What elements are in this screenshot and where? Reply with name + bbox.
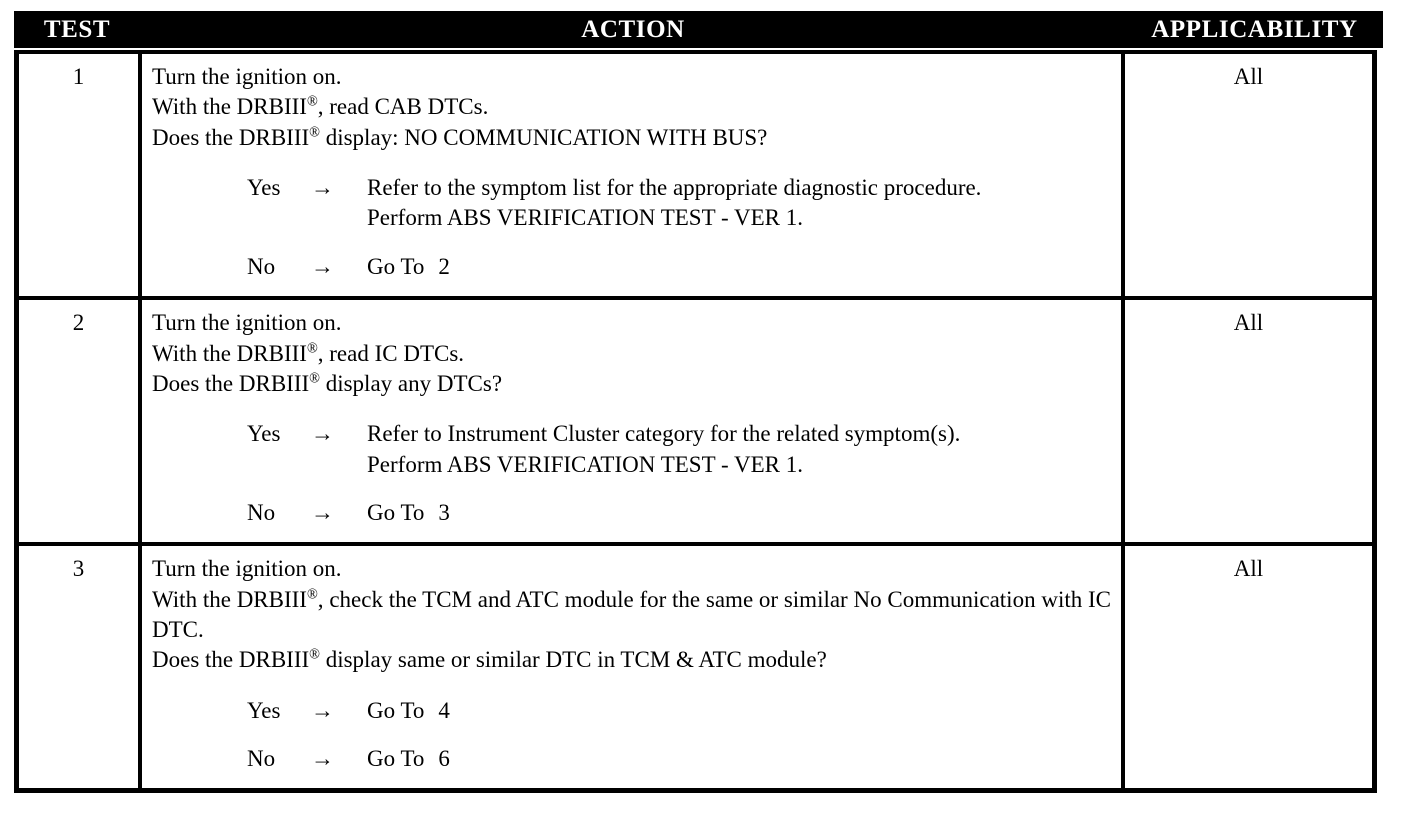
arrow-right-icon: → <box>311 499 334 525</box>
table-row: 3 Turn the ignition on. With the DRBIII®, … <box>19 546 1372 789</box>
branch-text-line: Refer to the symptom list for the approp… <box>367 175 982 201</box>
branch-text: Refer to Instrument Cluster category for… <box>367 419 1111 480</box>
goto-step-number: 3 <box>438 499 450 525</box>
registered-trademark-icon: ® <box>309 646 320 663</box>
registered-trademark-icon: ® <box>309 370 320 387</box>
arrow-right-icon: → <box>311 697 334 723</box>
branch-yes: Yes → Refer to the symptom list for the ap… <box>152 173 1111 234</box>
registered-trademark-icon: ® <box>306 586 318 603</box>
branch-text: Refer to the symptom list for the approp… <box>367 173 1111 234</box>
branch-label: Yes <box>247 697 281 723</box>
cell-test-number: 1 <box>19 54 142 297</box>
column-header-action: ACTION <box>581 16 685 43</box>
column-header-test: TEST <box>43 16 111 43</box>
registered-trademark-icon: ® <box>306 93 318 110</box>
table-row: 1 Turn the ignition on. With the DRBIII®, … <box>19 54 1372 301</box>
action-statement: Turn the ignition on. <box>152 310 342 336</box>
cell-applicability: All <box>1233 556 1264 582</box>
branch-list: Yes → Refer to the symptom list for the ap… <box>152 173 1111 282</box>
branch-text-line: Refer to Instrument Cluster category for… <box>367 421 961 447</box>
cell-applicability: All <box>1233 310 1264 336</box>
branch-label: Yes <box>247 175 281 201</box>
action-statement: Does the DRBIII® display any DTCs? <box>152 370 503 396</box>
action-statement: Turn the ignition on. <box>152 64 342 89</box>
arrow-right-icon: → <box>311 175 334 201</box>
arrow-right-icon: → <box>311 421 334 447</box>
arrow-right-icon: → <box>311 253 334 279</box>
registered-trademark-icon: ® <box>306 339 318 356</box>
branch-label: No <box>247 499 276 525</box>
branch-label: Yes <box>247 421 281 447</box>
column-header-applicability: APPLICABILITY <box>1151 16 1358 43</box>
action-statement: With the DRBIII®, read IC DTCs. <box>152 339 465 366</box>
cell-test-number: 3 <box>19 546 142 789</box>
action-statement: Does the DRBIII® display: NO COMMUNICATI… <box>152 124 768 150</box>
cell-action: Turn the ignition on. With the DRBIII®, r… <box>142 54 1125 297</box>
cell-action: Turn the ignition on. With the DRBIII®, r… <box>142 300 1125 543</box>
cell-action: Turn the ignition on. With the DRBIII®, c… <box>142 546 1125 789</box>
table-row: 2 Turn the ignition on. With the DRBIII®, … <box>19 300 1372 547</box>
goto-step-number: 6 <box>438 746 450 772</box>
table-header-bar: TEST ACTION APPLICABILITY <box>14 11 1383 48</box>
cell-applicability: All <box>1233 64 1264 89</box>
goto-step-number: 4 <box>438 697 450 723</box>
branch-label: No <box>247 746 276 772</box>
arrow-right-icon: → <box>311 746 334 772</box>
branch-list: Yes → Refer to Instrument Cluster category… <box>152 419 1111 528</box>
cell-test-number: 2 <box>19 300 142 543</box>
goto-step-number: 2 <box>438 253 450 279</box>
action-statement: With the DRBIII®, read CAB DTCs. <box>152 93 489 120</box>
registered-trademark-icon: ® <box>309 124 320 141</box>
action-statement: Turn the ignition on. <box>152 556 342 582</box>
branch-text-line: Perform ABS VERIFICATION TEST - VER 1. <box>367 205 803 231</box>
branch-yes: Yes → Refer to Instrument Cluster category… <box>152 419 1111 480</box>
branch-label: No <box>247 253 276 279</box>
action-statement: Does the DRBIII® display same or similar… <box>152 646 827 673</box>
branch-text-line: Perform ABS VERIFICATION TEST - VER 1. <box>367 451 803 477</box>
action-statement: With the DRBIII®, check the TCM and ATC … <box>152 586 1111 643</box>
